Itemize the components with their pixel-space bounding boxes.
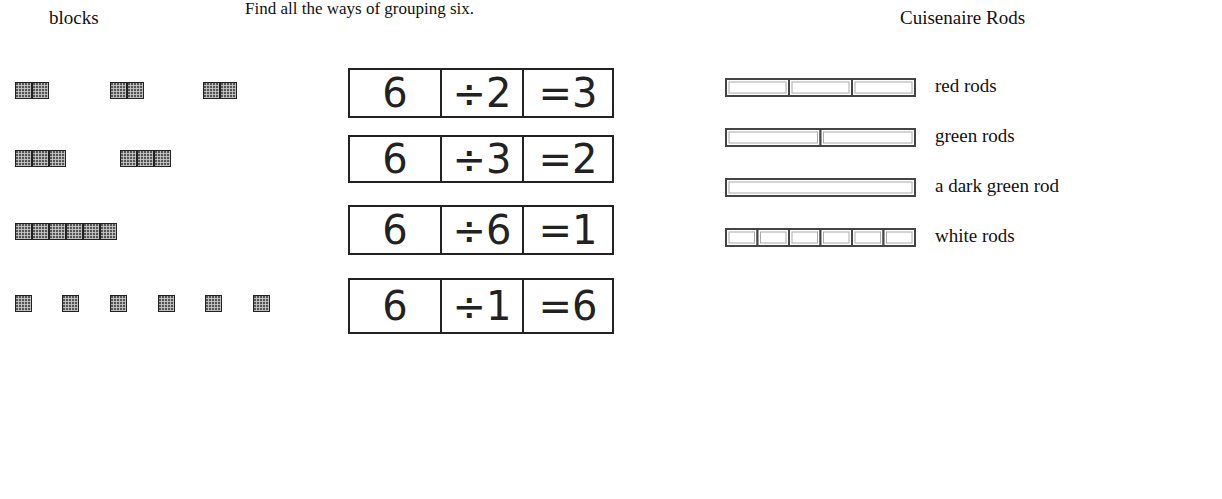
rod-label: white rods	[935, 226, 1015, 247]
equation-cell: =3	[522, 68, 614, 118]
equation-cell: ÷6	[440, 205, 524, 255]
rod-label: red rods	[935, 76, 997, 97]
page-title: Find all the ways of grouping six.	[245, 0, 474, 19]
equation-text: 6	[382, 286, 407, 326]
rod-label: green rods	[935, 126, 1015, 147]
cuisenaire-rod	[726, 79, 915, 246]
equation-text: =6	[539, 286, 598, 326]
equation-text: ÷6	[453, 210, 512, 250]
equation-text: 6	[382, 139, 407, 179]
equation-text: ÷2	[453, 73, 512, 113]
column-heading: blocks	[49, 8, 99, 29]
equation-cell: 6	[348, 68, 442, 118]
block-group	[16, 224, 117, 240]
rod-label: a dark green rod	[935, 176, 1059, 197]
block-group	[16, 83, 237, 99]
equation-cell: 6	[348, 278, 442, 334]
equation-text: 6	[382, 73, 407, 113]
equation-cell: ÷2	[440, 68, 524, 118]
equation-cell: 6	[348, 135, 442, 183]
equation-text: 6	[382, 210, 407, 250]
block-group	[16, 296, 270, 312]
equation-cell: =2	[522, 135, 614, 183]
equation-cell: 6	[348, 205, 442, 255]
equation-cell: ÷3	[440, 135, 524, 183]
equation-text: ÷3	[453, 139, 512, 179]
equation-text: =3	[539, 73, 598, 113]
block-group	[16, 151, 171, 167]
equation-cell: ÷1	[440, 278, 524, 334]
equation-cell: =6	[522, 278, 614, 334]
equation-text: =2	[539, 139, 598, 179]
column-heading: Cuisenaire Rods	[900, 8, 1025, 29]
equation-cell: =1	[522, 205, 614, 255]
equation-text: =1	[539, 210, 598, 250]
equation-text: ÷1	[453, 286, 512, 326]
